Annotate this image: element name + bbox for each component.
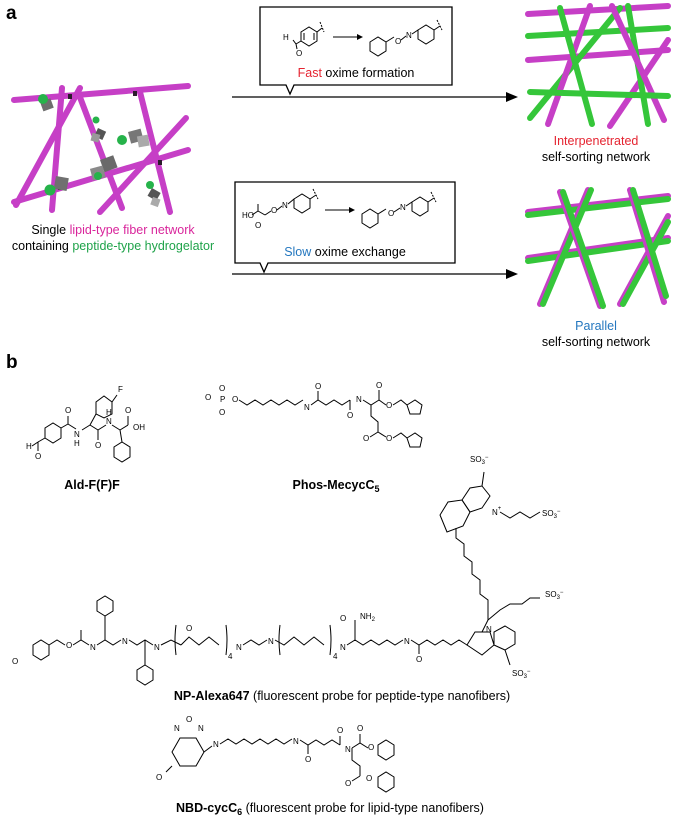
atom-label: N <box>122 637 128 646</box>
top-reaction-caption: Fast oxime formation <box>298 66 415 80</box>
atom-label: N <box>304 403 310 412</box>
hydrogelator-molecules <box>38 94 161 208</box>
atom-label: N+ <box>492 506 502 517</box>
compound-name-np-alexa647: NP-Alexa647 (fluorescent probe for pepti… <box>174 689 510 703</box>
ald-ffF-structure: H O O N H F O N H O OH <box>26 385 145 463</box>
left-network-illustration <box>11 83 191 215</box>
atom-label: O <box>305 755 311 764</box>
atom-label: H <box>283 33 289 42</box>
atom-label: O <box>363 434 369 443</box>
bottom-result-line2: self-sorting network <box>542 335 651 349</box>
atom-label: N <box>268 637 274 646</box>
left-caption-line2: containing peptide-type hydrogelator <box>12 239 214 253</box>
atom-label: O <box>186 624 192 633</box>
bottom-arrowhead <box>506 269 518 279</box>
bottom-reaction-box: HO O O N O N Slow oxime exchange <box>234 181 456 274</box>
atom-label: O <box>125 406 131 415</box>
atom-label: N <box>154 643 160 652</box>
atom-label: N <box>400 203 406 212</box>
atom-label: O <box>219 384 225 393</box>
top-reaction-box: O H O N Fast oxime formation <box>259 6 453 96</box>
nbd-cycc6-structure: N O N O N N O O N O O O O <box>156 715 395 793</box>
atom-label: O <box>35 452 41 461</box>
compound-name-ald: Ald-F(F)F <box>64 478 120 492</box>
bottom-result-line1: Parallel <box>575 319 617 333</box>
atom-label: O <box>186 715 192 724</box>
phos-mecycc5-structure: O P O O O N O O N O O O O <box>205 381 423 448</box>
atom-label: N <box>345 745 351 754</box>
atom-label: HO <box>242 211 254 220</box>
lipid-fiber <box>13 85 83 208</box>
bottom-reaction-caption: Slow oxime exchange <box>284 245 406 259</box>
top-arrowhead <box>506 92 518 102</box>
atom-label: O <box>386 401 392 410</box>
atom-label: O <box>232 395 238 404</box>
atom-label: O <box>205 393 211 402</box>
np-alexa647-structure: O O N N N O 4 N N 4 N O NH2 N O <box>12 455 564 686</box>
atom-label: N <box>404 637 410 646</box>
atom-label: H <box>74 439 80 448</box>
atom-label: N <box>90 643 96 652</box>
lipid-fiber <box>75 89 125 211</box>
atom-label: N <box>406 31 412 40</box>
atom-label: H <box>106 408 112 417</box>
atom-label: NH2 <box>360 612 376 623</box>
atom-label: H <box>26 442 32 451</box>
atom-label: P <box>220 395 225 404</box>
atom-label: O <box>368 743 374 752</box>
panel-b-label: b <box>6 352 18 373</box>
lipid-fiber <box>97 115 189 215</box>
atom-label: O <box>376 381 382 390</box>
atom-label: O <box>395 37 401 46</box>
atom-label: N <box>74 430 80 439</box>
atom-label: OH <box>133 423 145 432</box>
panel-a-label: a <box>6 3 17 24</box>
atom-label: N <box>106 417 112 426</box>
atom-label: O <box>219 408 225 417</box>
atom-label: O <box>65 406 71 415</box>
atom-label: O <box>255 221 261 230</box>
atom-label: O <box>315 382 321 391</box>
atom-label: N <box>356 395 362 404</box>
atom-label: O <box>66 641 72 650</box>
atom-label: N <box>174 724 180 733</box>
atom-label: O <box>337 726 343 735</box>
atom-label: SO3− <box>470 455 489 466</box>
atom-label: 4 <box>228 652 233 661</box>
atom-label: N <box>198 724 204 733</box>
lipid-fiber <box>137 89 173 215</box>
atom-label: O <box>95 441 101 450</box>
top-result-line1: Interpenetrated <box>554 134 639 148</box>
atom-label: SO3− <box>545 590 564 601</box>
atom-label: O <box>386 434 392 443</box>
top-result-line2: self-sorting network <box>542 150 651 164</box>
atom-label: F <box>118 385 123 394</box>
atom-label: O <box>296 49 302 58</box>
atom-label: N <box>236 643 242 652</box>
atom-label: N <box>293 737 299 746</box>
interpenetrated-network-illustration <box>525 3 671 129</box>
atom-label: N <box>213 740 219 749</box>
atom-label: O <box>388 209 394 218</box>
atom-label: SO3− <box>542 509 561 520</box>
atom-label: O <box>156 773 162 782</box>
atom-label: O <box>271 206 277 215</box>
atom-label: SO3− <box>512 669 531 680</box>
atom-label: N <box>486 625 492 634</box>
atom-label: O <box>357 724 363 733</box>
left-caption-line1: Single lipid-type fiber network <box>31 223 195 237</box>
atom-label: O <box>12 657 18 666</box>
compound-name-phos: Phos-MecycC5 <box>293 478 380 494</box>
compound-name-nbd-cycc6: NBD-cycC6 (fluorescent probe for lipid-t… <box>176 801 484 817</box>
atom-label: O <box>347 411 353 420</box>
atom-label: O <box>345 779 351 788</box>
parallel-network-illustration <box>525 187 671 309</box>
atom-label: O <box>340 614 346 623</box>
atom-label: 4 <box>333 652 338 661</box>
atom-label: N <box>282 201 288 210</box>
atom-label: N <box>340 643 346 652</box>
atom-label: O <box>416 655 422 664</box>
atom-label: O <box>366 774 372 783</box>
